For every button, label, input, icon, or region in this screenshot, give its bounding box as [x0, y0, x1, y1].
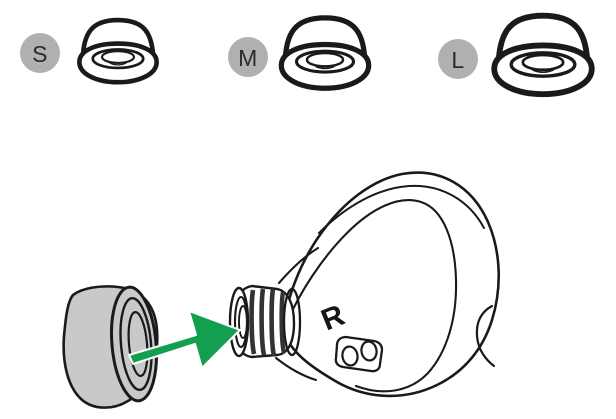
size-badge-large-circle: [438, 39, 478, 79]
eartip-size-row: S M L: [20, 16, 592, 94]
nozzle-bore-inner: [238, 305, 248, 339]
size-badge-small-label: S: [32, 41, 48, 67]
charging-contacts: [334, 335, 384, 373]
eartip-large: [494, 16, 592, 94]
loose-eartip-gray: [62, 285, 159, 409]
eartip-size-option-large[interactable]: L: [438, 16, 592, 94]
size-badge-small-circle: [20, 33, 60, 73]
nozzle-stem-upper-edge: [277, 246, 320, 285]
charging-contact-right: [360, 340, 378, 362]
eartip-small: [79, 20, 156, 82]
size-badge-medium-circle: [228, 37, 268, 77]
charging-contact-left: [341, 345, 359, 367]
earbud-body: R: [256, 171, 501, 398]
nozzle-rear-flange: [282, 287, 302, 357]
earbud-assembly-scene: R: [62, 171, 501, 409]
eartip-size-option-small[interactable]: S: [20, 20, 157, 82]
nozzle-stem-lower-edge: [274, 356, 318, 382]
earbud-nozzle-ribbed: [228, 284, 302, 359]
insertion-arrow: [128, 310, 241, 369]
eartip-size-option-medium[interactable]: M: [228, 18, 369, 88]
size-badge-large-label: L: [451, 47, 464, 73]
eartip-medium: [281, 18, 368, 88]
size-badge-medium-label: M: [238, 45, 258, 71]
